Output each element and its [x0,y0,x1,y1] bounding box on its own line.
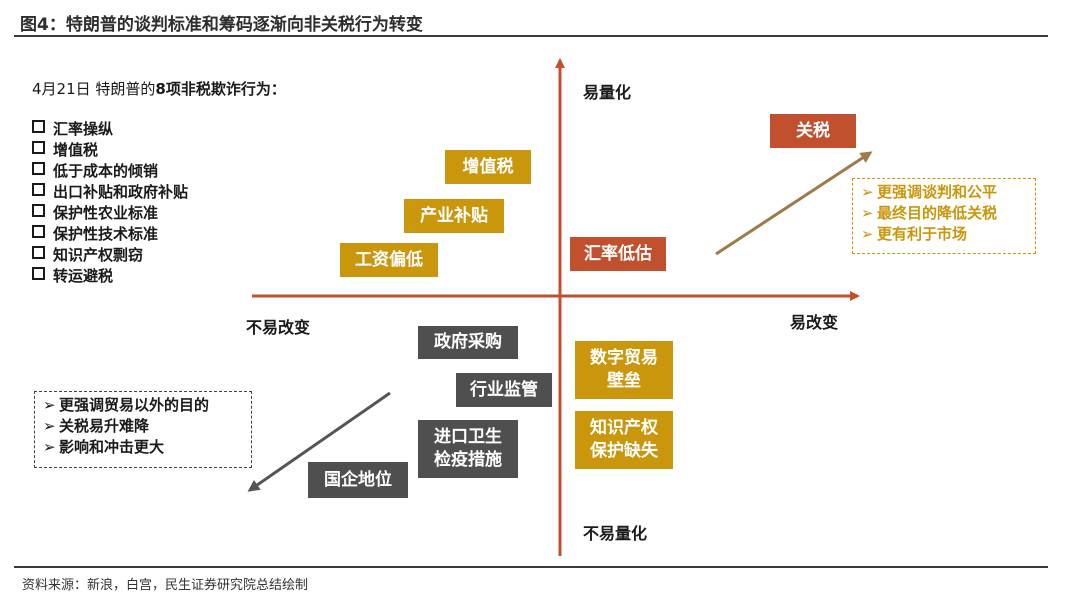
list-item-label: 知识产权剽窃 [53,246,144,264]
box-sanitary-line2: 检疫措施 [434,450,502,470]
trend-down-arrow [247,391,391,492]
note-box-left: ➢更强调贸易以外的目的 ➢关税易升难降 ➢影响和冲击更大 [34,391,252,468]
list-item-label: 保护性技术标准 [53,225,159,243]
box-fx-low: 汇率低估 [570,237,666,271]
chevron-right-icon: ➢ [861,225,874,243]
square-outline-icon [32,120,45,133]
chevron-right-icon: ➢ [43,396,56,414]
note-item: ➢关税易升难降 [43,416,243,437]
list-item-label: 汇率操纵 [53,120,114,138]
box-sanitary: 进口卫生 检疫措施 [418,420,518,478]
chevron-right-icon: ➢ [43,438,56,456]
figure-title: 图4：特朗普的谈判标准和筹码逐渐向非关税行为转变 [20,15,423,35]
list-item: 出口补贴和政府补贴 [32,182,188,203]
note-text: 关税易升难降 [59,417,150,435]
note-text: 更强调贸易以外的目的 [59,396,210,414]
list-item-label: 转运避税 [53,267,114,285]
non-tariff-list: 汇率操纵 增值税 低于成本的倾销 出口补贴和政府补贴 保护性农业标准 保护性技术… [32,119,188,287]
box-ip-line1: 知识产权 [590,418,658,438]
note-box-right: ➢更强调谈判和公平 ➢最终目的降低关税 ➢更有利于市场 [852,178,1036,254]
box-ip: 知识产权 保护缺失 [575,411,673,469]
list-item: 增值税 [32,140,188,161]
square-outline-icon [32,246,45,259]
box-sanitary-line1: 进口卫生 [434,427,502,447]
trend-up-arrow [715,151,873,256]
square-outline-icon [32,204,45,217]
list-item-label: 保护性农业标准 [53,204,159,222]
box-digital-line1: 数字贸易 [590,348,658,368]
box-tariff: 关税 [770,114,856,148]
axis-label-bottom: 不易量化 [583,524,648,543]
note-text: 更强调谈判和公平 [877,183,998,201]
axis-label-left: 不易改变 [246,318,311,337]
square-outline-icon [32,141,45,154]
intro-bold: 8项非税欺诈行为： [155,80,286,98]
box-digital-line2: 壁垒 [607,371,641,391]
note-item: ➢最终目的降低关税 [861,203,1027,224]
note-item: ➢更有利于市场 [861,224,1027,245]
list-item: 知识产权剽窃 [32,245,188,266]
note-text: 影响和冲击更大 [59,438,165,456]
title-divider [14,35,1048,37]
list-item: 汇率操纵 [32,119,188,140]
note-item: ➢更强调谈判和公平 [861,182,1027,203]
chevron-right-icon: ➢ [861,204,874,222]
axis-label-top: 易量化 [583,83,632,102]
chevron-right-icon: ➢ [43,417,56,435]
square-outline-icon [32,162,45,175]
list-item-label: 低于成本的倾销 [53,162,159,180]
note-text: 最终目的降低关税 [877,204,998,222]
square-outline-icon [32,225,45,238]
list-item: 保护性技术标准 [32,224,188,245]
list-item: 转运避税 [32,266,188,287]
list-item: 保护性农业标准 [32,203,188,224]
box-vat: 增值税 [445,150,531,184]
axis-label-right: 易改变 [790,313,839,332]
list-item-label: 出口补贴和政府补贴 [53,183,189,201]
source-note: 资料来源：新浪，白宫，民生证券研究院总结绘制 [22,578,309,593]
intro-text: 4月21日 特朗普的8项非税欺诈行为： [32,78,286,99]
footer-divider [14,566,1048,568]
box-industry-subsidy: 产业补贴 [404,199,504,233]
intro-prefix: 4月21日 特朗普的 [32,80,156,98]
square-outline-icon [32,183,45,196]
box-ip-line2: 保护缺失 [590,441,658,461]
box-industry-regulation: 行业监管 [456,373,552,407]
box-digital-trade: 数字贸易 壁垒 [575,341,673,399]
note-item: ➢更强调贸易以外的目的 [43,395,243,416]
note-text: 更有利于市场 [877,225,968,243]
list-item-label: 增值税 [53,141,99,159]
list-item: 低于成本的倾销 [32,161,188,182]
box-low-wage: 工资偏低 [340,243,438,277]
square-outline-icon [32,267,45,280]
note-item: ➢影响和冲击更大 [43,437,243,458]
chevron-right-icon: ➢ [861,183,874,201]
box-soe: 国企地位 [308,462,408,498]
box-gov-procurement: 政府采购 [418,326,518,359]
